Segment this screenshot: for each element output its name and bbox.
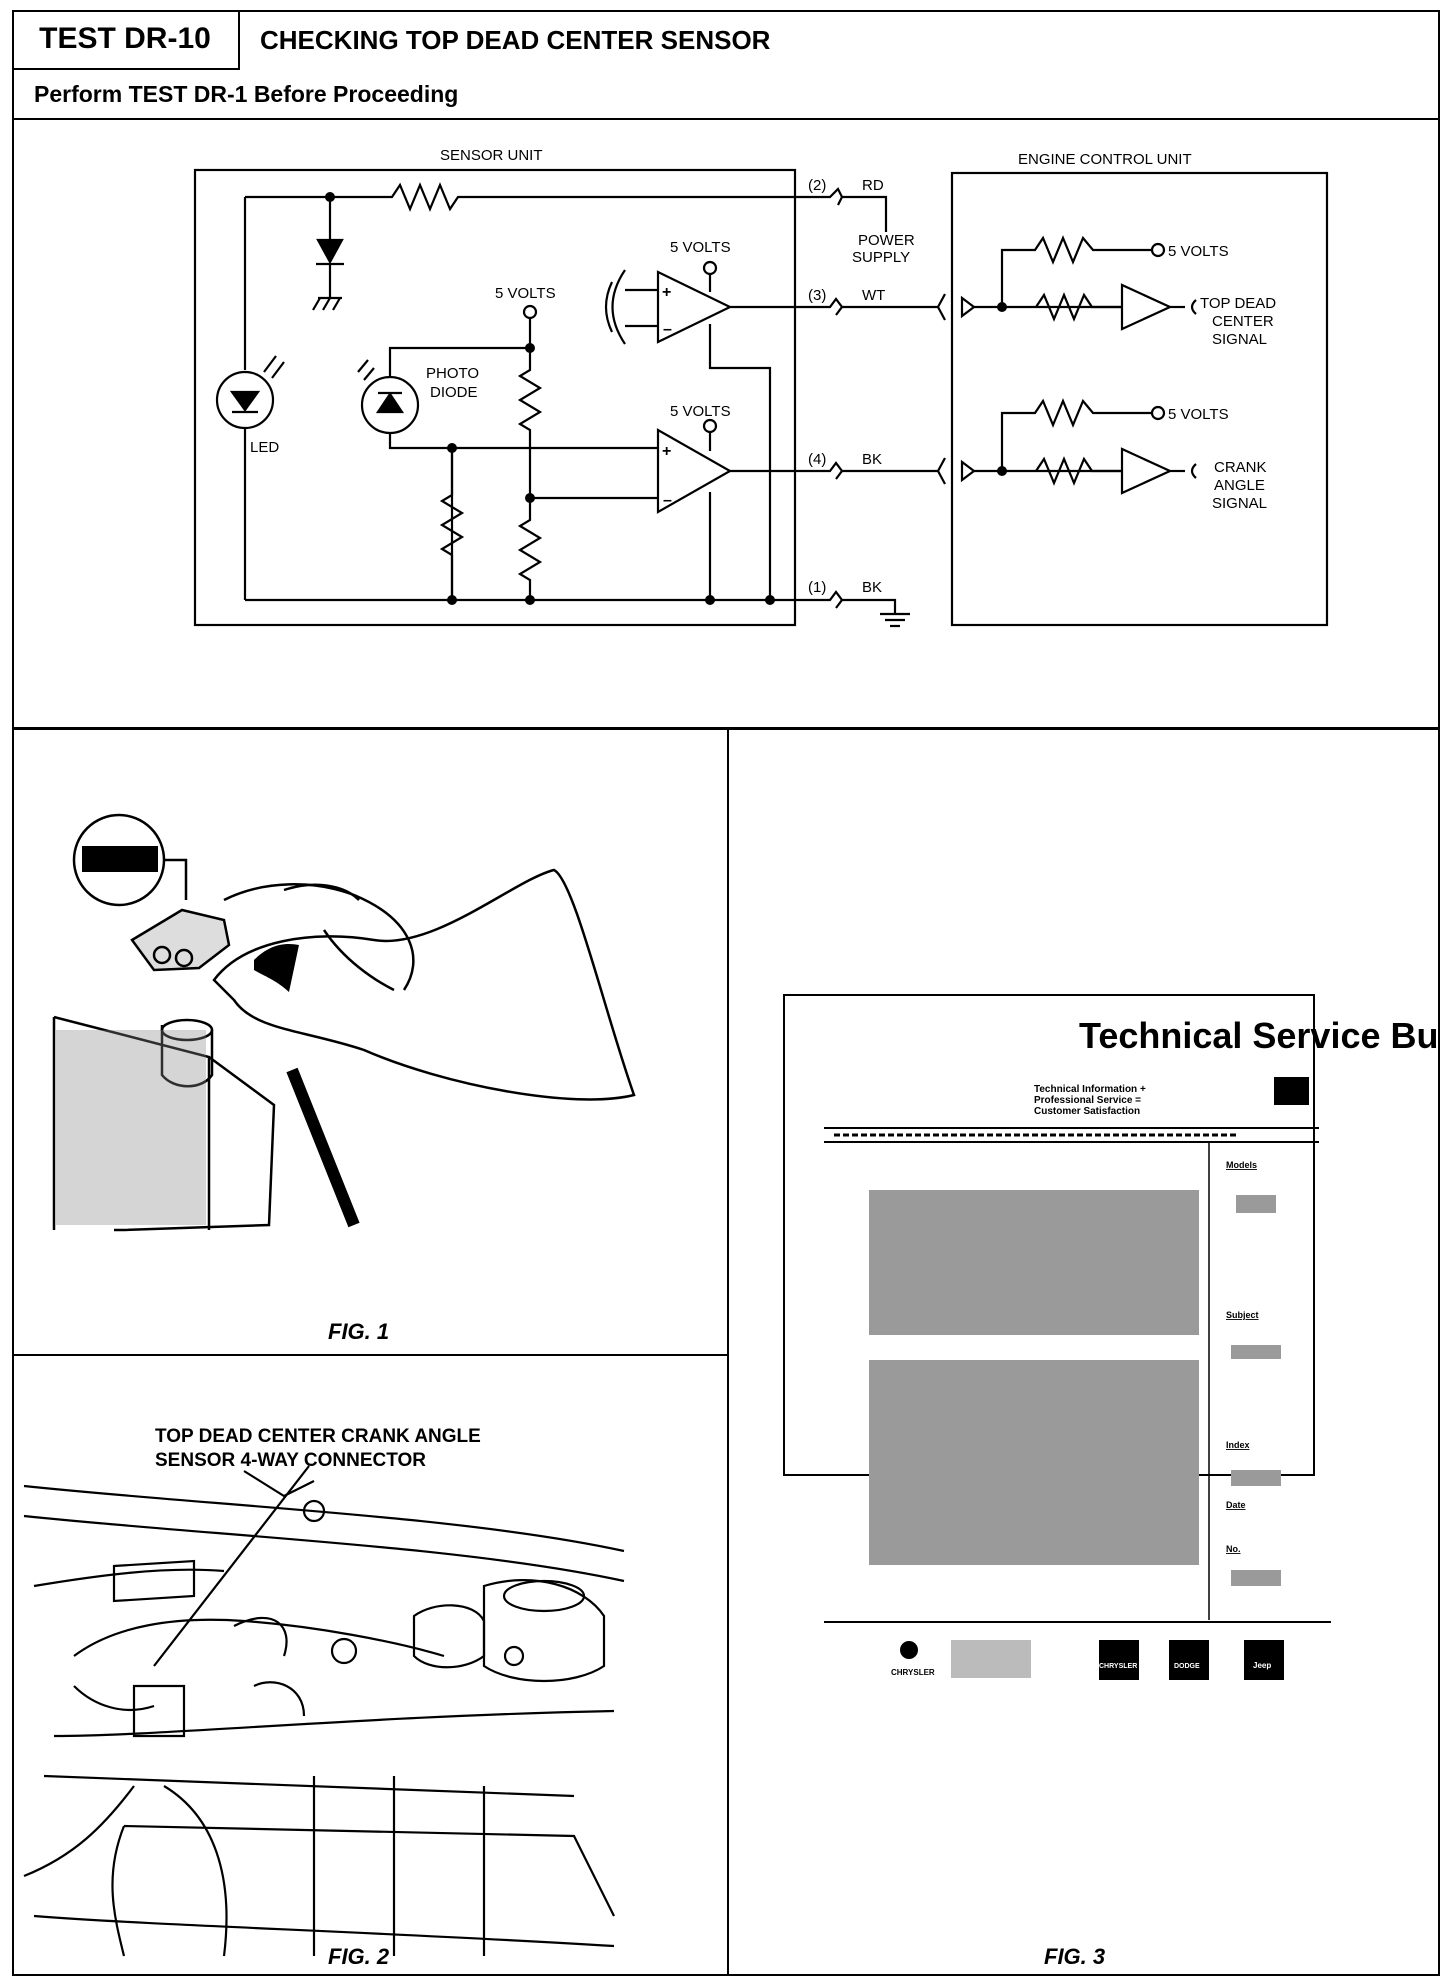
tsb-title: Technical Service Bulletin	[1079, 1015, 1440, 1056]
tsb-side-subject: Subject	[1226, 1310, 1259, 1320]
fig1-illustration	[52, 813, 636, 1232]
tsb-side-models: Models	[1226, 1160, 1257, 1170]
five-volts-label-1: 5 VOLTS	[670, 239, 731, 256]
crank-signal-label-1: CRANK	[1214, 459, 1267, 476]
ecu-5v-label-2: 5 VOLTS	[1168, 406, 1229, 423]
divider-schematic	[12, 727, 1440, 730]
divider-vertical	[727, 727, 729, 1976]
tsb-tagline-3: Customer Satisfaction	[1034, 1106, 1140, 1117]
divider-fig1-fig2	[12, 1354, 728, 1356]
five-volts-label-2: 5 VOLTS	[495, 285, 556, 302]
fig1-caption: FIG. 1	[328, 1319, 390, 1344]
sensor-unit-box	[193, 168, 797, 627]
crank-signal-label-2: ANGLE	[1214, 477, 1265, 494]
page-frame	[12, 10, 1440, 1976]
pin-1-wire: BK	[862, 579, 882, 596]
tsb-brand-1: CHRYSLER	[1099, 1663, 1137, 1670]
tsb-side-date: Date	[1226, 1500, 1246, 1510]
fig2-illustration	[23, 1465, 625, 1957]
ecu-box	[950, 171, 1329, 627]
tsb-tagline-2: Professional Service =	[1034, 1095, 1141, 1106]
pin-2-wire: RD	[862, 177, 884, 194]
svg-text:+: +	[662, 443, 671, 460]
sensor-unit-label: SENSOR UNIT	[440, 147, 543, 164]
page-title: CHECKING TOP DEAD CENTER SENSOR	[260, 24, 771, 55]
fig2-caption: FIG. 2	[328, 1944, 390, 1969]
led-label: LED	[250, 439, 279, 456]
tdc-signal-label-3: SIGNAL	[1212, 331, 1267, 348]
tsb-tagline-1: Technical Information +	[1034, 1084, 1146, 1095]
tsb-corp-logo: CHRYSLER	[891, 1668, 935, 1677]
photo-diode-label-2: DIODE	[430, 384, 478, 401]
pin-1-num: (1)	[808, 579, 826, 596]
fig2-callout-line1: TOP DEAD CENTER CRANK ANGLE	[155, 1426, 481, 1447]
power-supply-label-2: SUPPLY	[852, 249, 910, 266]
tsb-brand-3: Jeep	[1253, 1661, 1271, 1670]
wiring-schematic: + – + – SENSOR UNIT ENGINE CONTROL UNIT 5 …	[193, 147, 1329, 628]
fig2-callout: TOP DEAD CENTER CRANK ANGLE SENSOR 4-WAY…	[155, 1425, 481, 1473]
power-supply-label-1: POWER	[858, 232, 915, 249]
svg-text:+: +	[662, 284, 671, 301]
pin-3-num: (3)	[808, 287, 826, 304]
fig3-tsb-page: Technical Service Bulletin Technical Inf…	[783, 994, 1440, 1680]
tsb-brand-2: DODGE	[1174, 1663, 1200, 1670]
ecu-label: ENGINE CONTROL UNIT	[1018, 151, 1192, 168]
pin-2-num: (2)	[808, 177, 826, 194]
fig3-caption: FIG. 3	[1044, 1944, 1106, 1969]
test-id: TEST DR-10	[12, 10, 240, 70]
tdc-signal-label-2: CENTER	[1212, 313, 1274, 330]
tsb-side-no: No.	[1226, 1544, 1241, 1554]
tdc-signal-label-1: TOP DEAD	[1200, 295, 1276, 312]
photo-diode-label-1: PHOTO	[426, 365, 479, 382]
test-header: TEST DR-10 CHECKING TOP DEAD CENTER SENS…	[12, 10, 1440, 120]
svg-text:–: –	[663, 321, 672, 338]
five-volts-label-3: 5 VOLTS	[670, 403, 731, 420]
pin-4-wire: BK	[862, 451, 882, 468]
fig2-callout-line2: SENSOR 4-WAY CONNECTOR	[155, 1450, 426, 1471]
pin-3-wire: WT	[862, 287, 885, 304]
pin-4-num: (4)	[808, 451, 826, 468]
ecu-5v-label-1: 5 VOLTS	[1168, 243, 1229, 260]
crank-signal-label-3: SIGNAL	[1212, 495, 1267, 512]
tsb-side-index: Index	[1226, 1440, 1250, 1450]
prerequisite-note: Perform TEST DR-1 Before Proceeding	[12, 70, 1440, 120]
svg-text:–: –	[663, 492, 672, 509]
